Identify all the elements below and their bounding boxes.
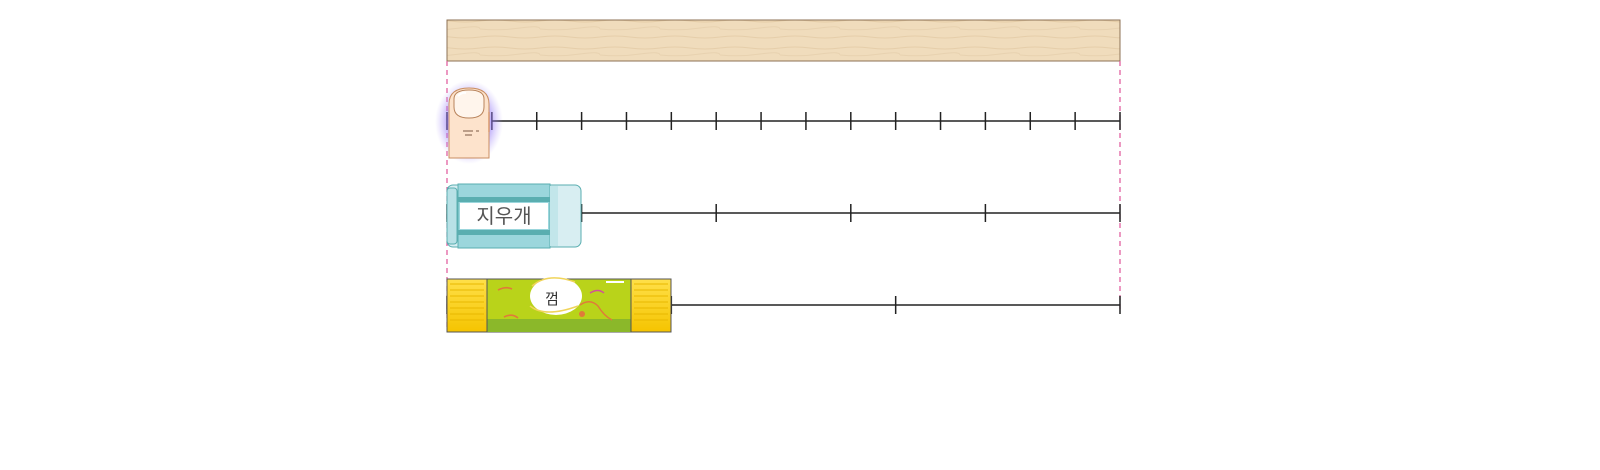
fingertip-icon[interactable] — [435, 80, 503, 164]
finger-scale-row — [446, 112, 1121, 130]
eraser-icon[interactable]: 지우개 — [446, 183, 582, 249]
eraser-scale-row — [446, 204, 1121, 222]
gum-label: 껌 — [545, 290, 559, 308]
wooden-strip — [446, 19, 1121, 62]
gum-pack-icon[interactable]: 껌 — [446, 277, 672, 333]
eraser-label: 지우개 — [476, 204, 531, 228]
